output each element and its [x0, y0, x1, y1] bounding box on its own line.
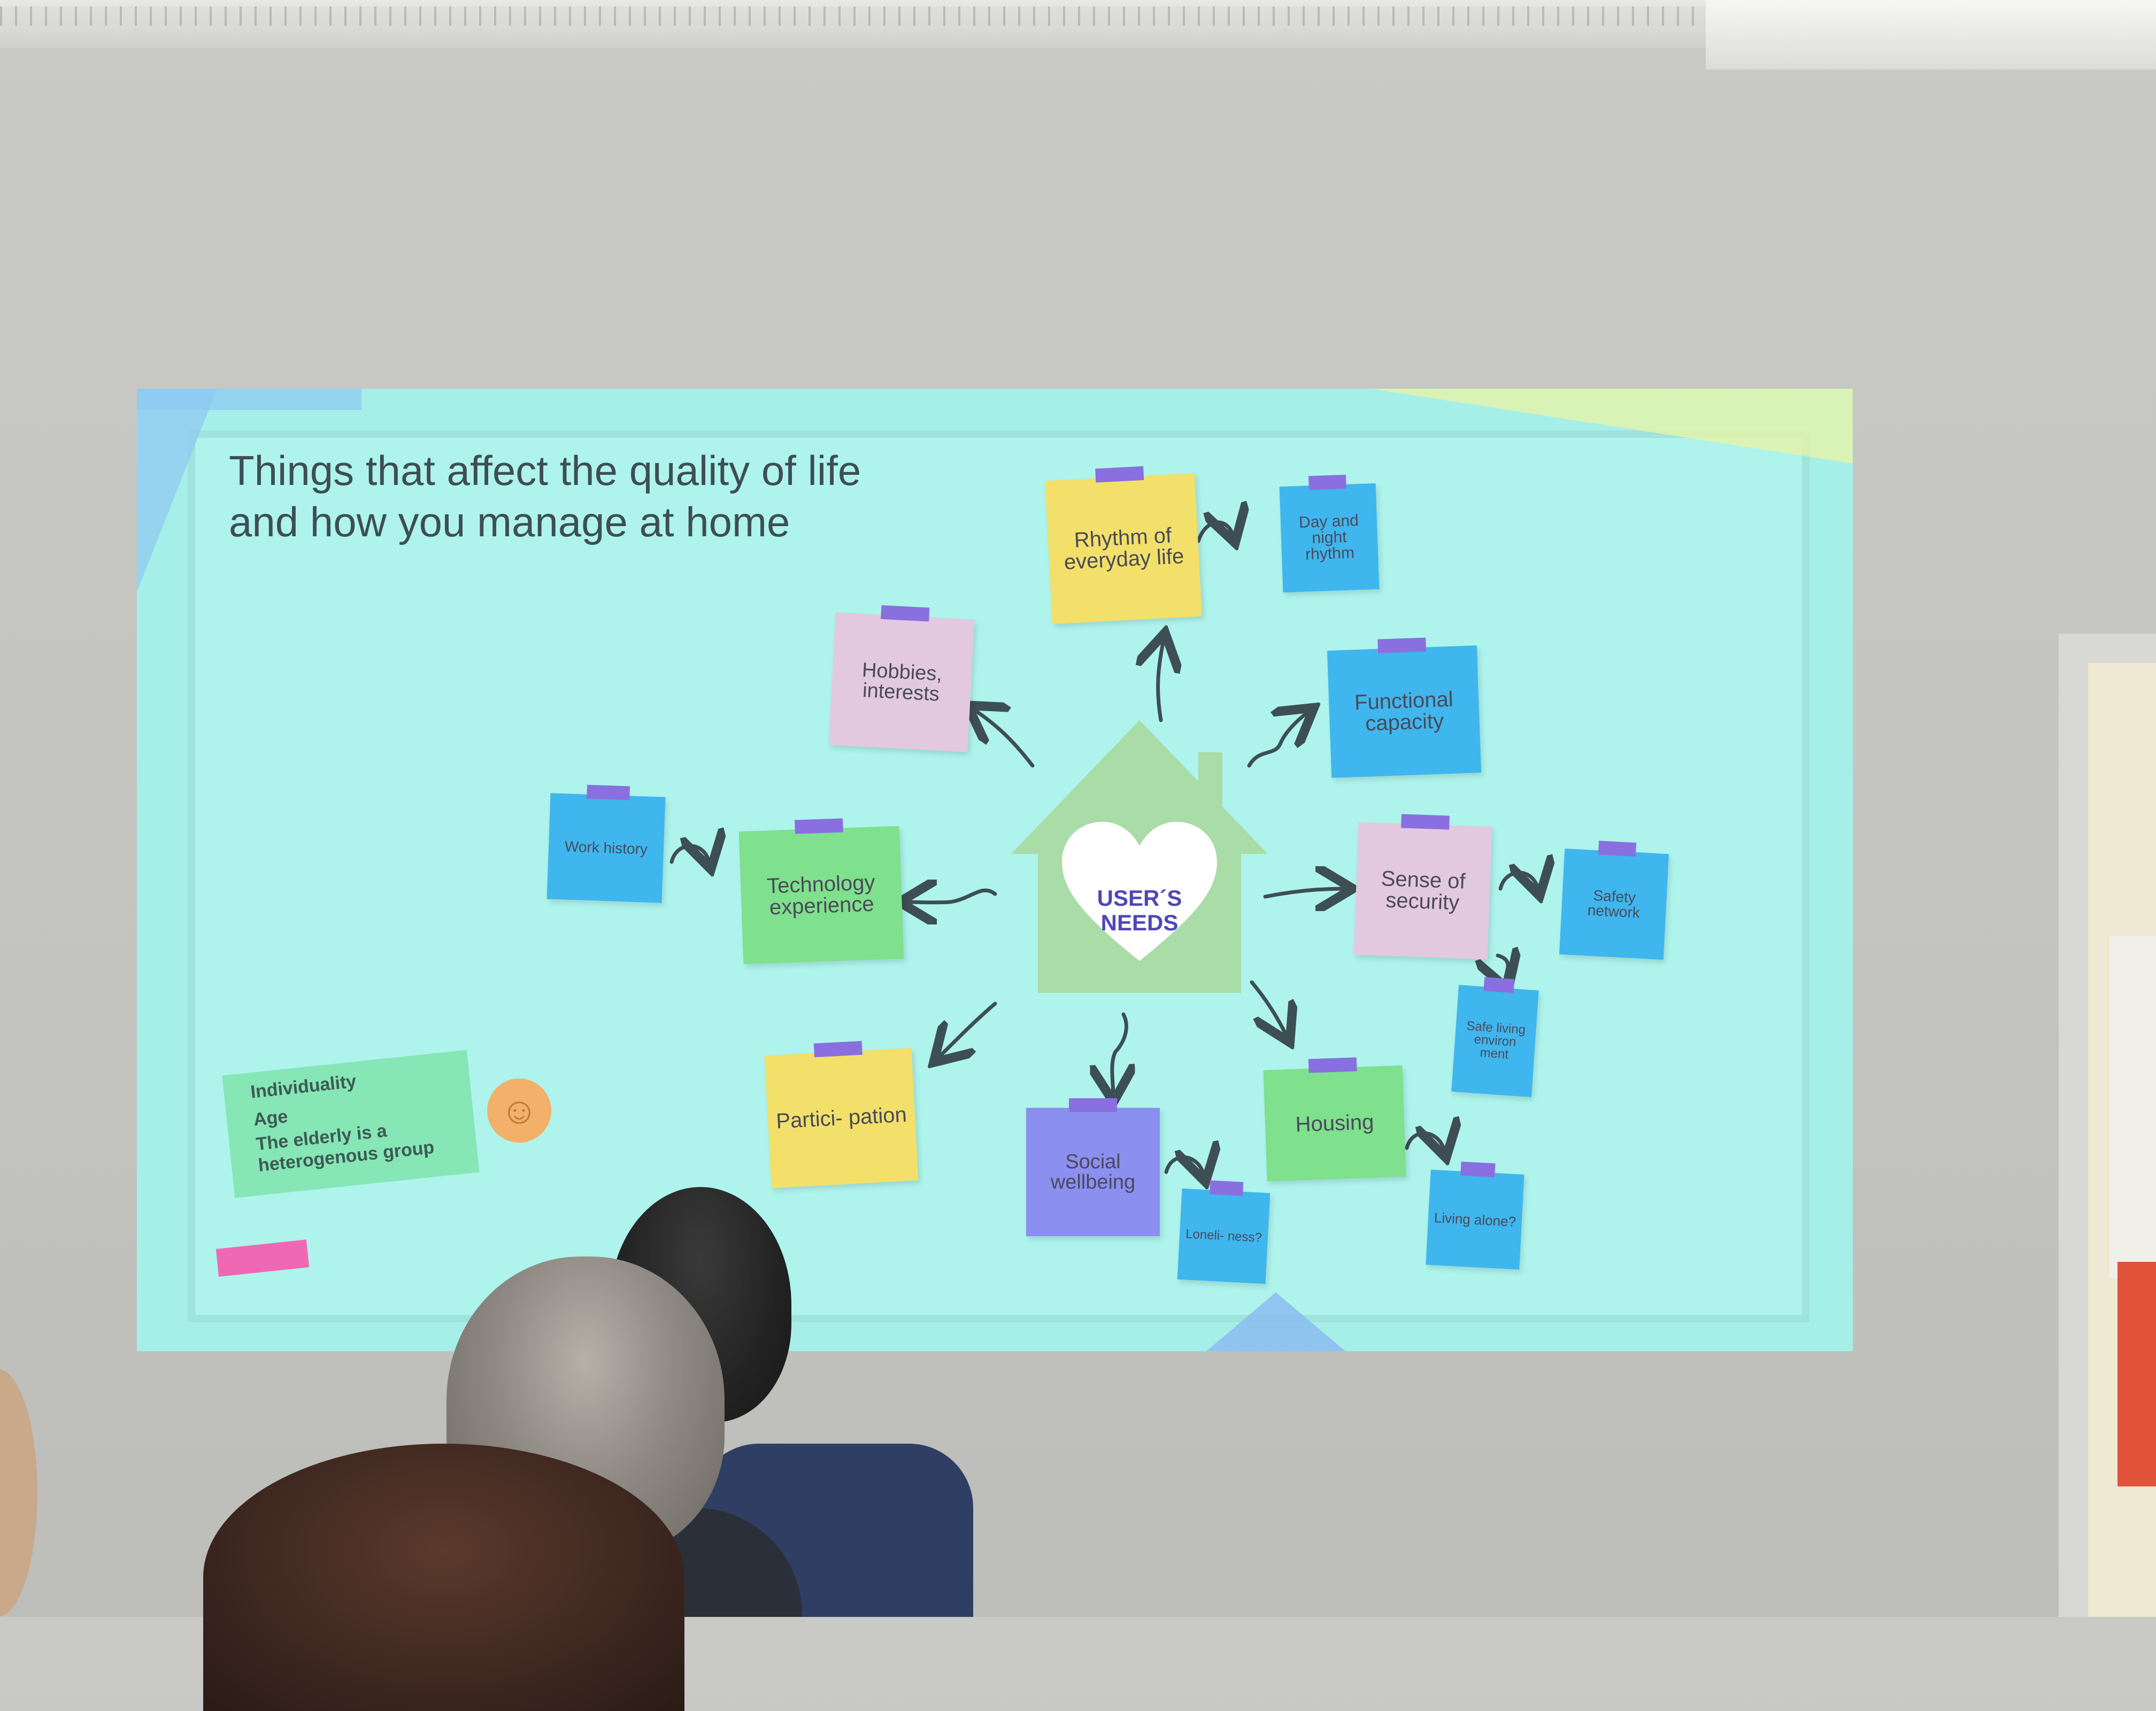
house-icon: [1011, 720, 1268, 993]
center-label: USER´S NEEDS: [1097, 885, 1182, 935]
tape: [1308, 1057, 1357, 1073]
note-functional: Functional capacity: [1327, 637, 1482, 778]
tape: [1209, 1180, 1243, 1196]
arrow-functional: [1247, 712, 1308, 768]
tape: [1483, 977, 1515, 993]
curl-social: [1164, 1157, 1204, 1175]
arrow-social: [1112, 1012, 1127, 1095]
corner-decoration-top-left: [137, 389, 217, 592]
arrow-hobbies: [974, 710, 1035, 768]
arrow-participation: [939, 1001, 997, 1057]
note-loneliness: Loneli- ness?: [1177, 1180, 1270, 1284]
arrow-technology: [907, 890, 997, 903]
tape: [795, 818, 843, 834]
curl-work: [669, 846, 709, 862]
door-panel: [2109, 936, 2156, 1278]
arrow-up: [1158, 640, 1164, 722]
tape: [1460, 1161, 1496, 1177]
ceiling-track: [0, 6, 1711, 26]
note-work-history: Work history: [546, 784, 666, 903]
note-day-night: Day and night rhythm: [1279, 474, 1380, 593]
heart-icon: [1062, 822, 1217, 961]
note-participation: Partici- pation: [764, 1041, 919, 1189]
note-technology: Technology experience: [738, 818, 904, 965]
arrow-housing: [1250, 980, 1287, 1036]
note-hobbies: Hobbies, interests: [828, 605, 975, 752]
tape: [1401, 814, 1450, 830]
audience-head-brown-hair: [203, 1444, 684, 1711]
tape: [1598, 841, 1636, 857]
tape: [1377, 637, 1427, 653]
note-living-alone: Living alone?: [1426, 1161, 1524, 1270]
arrow-security: [1263, 889, 1345, 897]
curl-security: [1498, 873, 1538, 889]
ceiling-light: [1706, 0, 2156, 70]
projected-slide: Things that affect the quality of life a…: [137, 389, 1853, 1351]
corner-decoration-top-right: [1372, 389, 1853, 464]
tape: [881, 605, 930, 622]
corner-decoration-bottom: [1206, 1292, 1345, 1351]
tape: [813, 1041, 863, 1058]
tape: [1308, 474, 1346, 490]
curl-rhythm: [1196, 522, 1233, 541]
tape: [1069, 1098, 1117, 1112]
corner-strip-top-left: [137, 389, 361, 410]
note-housing: Housing: [1263, 1057, 1406, 1182]
slide-title: Things that affect the quality of life a…: [229, 447, 861, 545]
tape: [1095, 466, 1144, 483]
connector-arrows: [669, 389, 1853, 1351]
audience-member-edge: [0, 1369, 37, 1617]
tape: [586, 784, 630, 800]
note-social-wellbeing: Social wellbeing: [1026, 1098, 1160, 1236]
note-safe-living-environment: Safe living environ ment: [1451, 977, 1539, 1097]
note-safety-network: Safety network: [1559, 841, 1669, 960]
smiley-icon: ☺: [487, 1078, 551, 1143]
curl-housing: [1405, 1133, 1444, 1151]
red-object: [2118, 1262, 2156, 1486]
note-security: Sense of security: [1353, 814, 1492, 960]
note-rhythm: Rhythm of everyday life: [1045, 466, 1202, 625]
